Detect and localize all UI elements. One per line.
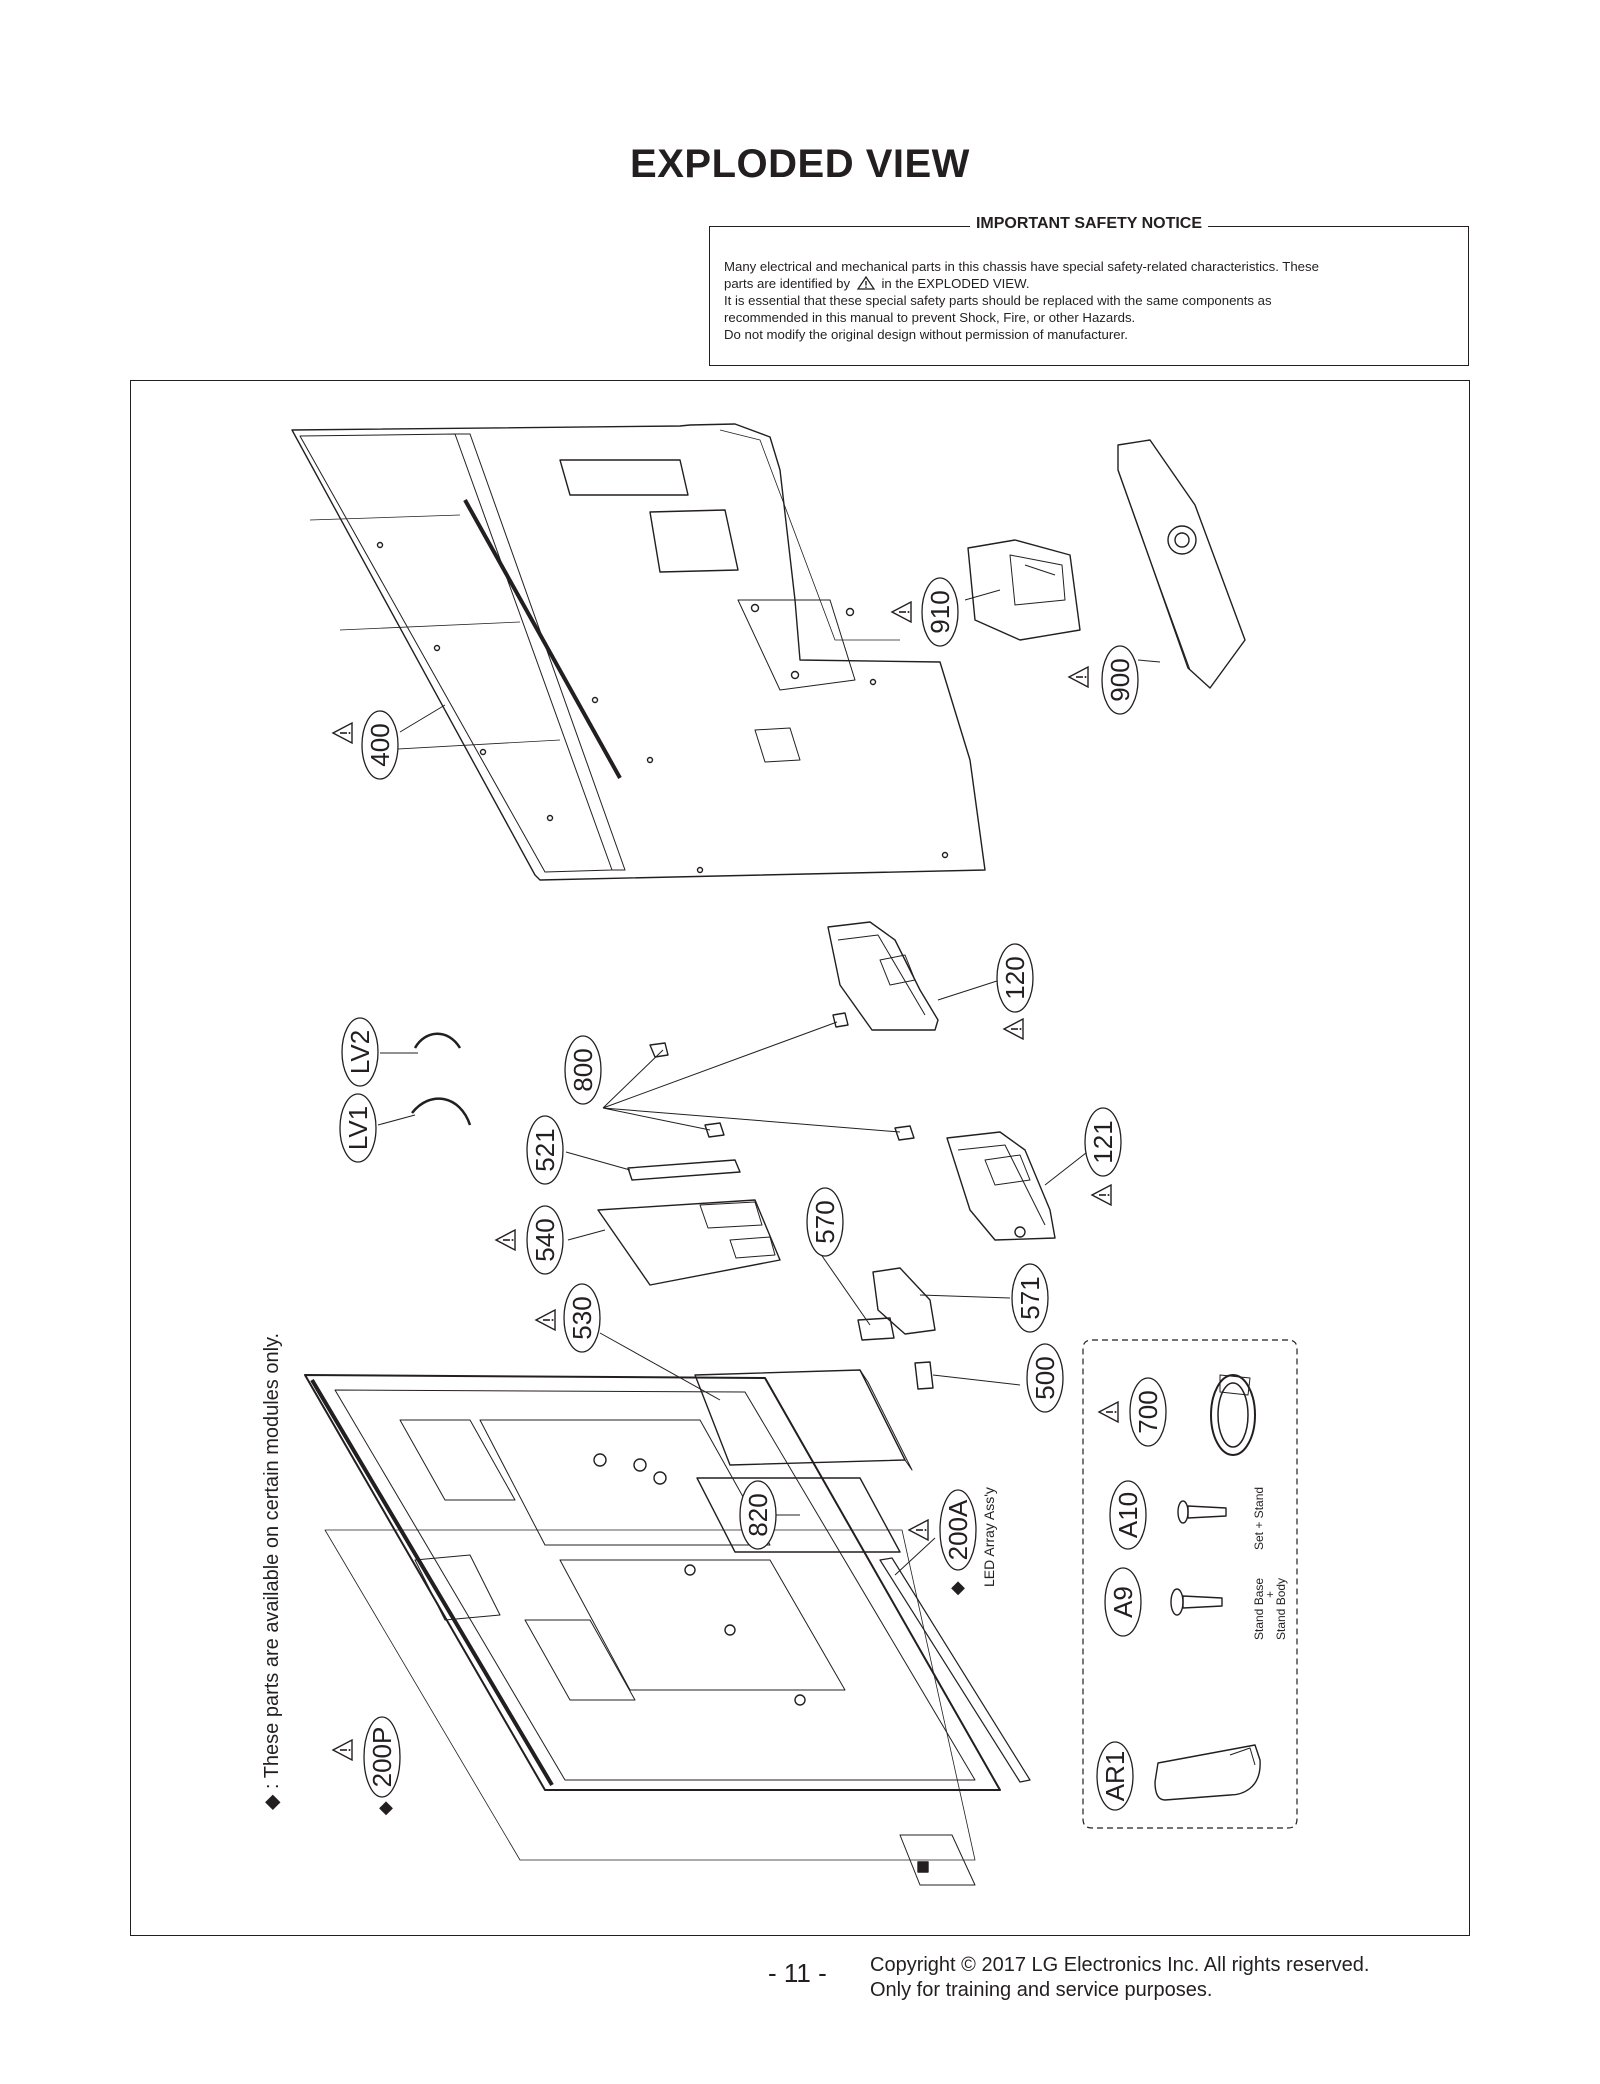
stand-base-900	[1117, 439, 1246, 689]
label-570: 570	[806, 1187, 844, 1257]
power-board-530	[694, 1369, 913, 1471]
stand-body-910	[967, 539, 1081, 641]
set-stand-note: Set + Stand	[1252, 1487, 1266, 1550]
diagram-notes: ◆ : These parts are available on certain…	[261, 1333, 1288, 1810]
label-A9: A9	[1104, 1567, 1142, 1637]
accessory-box	[1082, 1339, 1298, 1829]
svg-text:500: 500	[1030, 1356, 1060, 1399]
part-drawings	[291, 423, 1298, 1886]
safety-notice-box: IMPORTANT SAFETY NOTICE Many electrical …	[709, 215, 1469, 366]
svg-text:820: 820	[743, 1493, 773, 1536]
label-A10: A10	[1109, 1480, 1147, 1550]
svg-text:◆: ◆	[379, 1797, 393, 1818]
panel-200P	[304, 1374, 1001, 1886]
svg-text:400: 400	[365, 723, 395, 766]
label-500: 500	[1026, 1343, 1064, 1413]
label-530: 530	[563, 1283, 601, 1353]
main-board-540	[597, 1199, 781, 1286]
label-200P: 200P	[363, 1716, 401, 1798]
stand-body-note: Stand Body	[1274, 1578, 1288, 1640]
label-LV2: LV2	[341, 1017, 379, 1087]
label-900: 900	[1101, 645, 1139, 715]
svg-text:AR1: AR1	[1100, 1751, 1130, 1802]
part-labels: 400 910 900 120 121 800 LV2 LV1 521 540 …	[339, 577, 1167, 1811]
clips-800	[602, 1012, 915, 1141]
screw-A9	[1170, 1588, 1223, 1616]
page-title: EXPLODED VIEW	[630, 142, 970, 186]
safety-notice-text: Many electrical and mechanical parts in …	[724, 258, 1454, 343]
svg-text:521: 521	[530, 1128, 560, 1171]
exploded-view-frame	[130, 380, 1470, 1936]
part-570	[857, 1317, 895, 1341]
label-120: 120	[996, 943, 1034, 1013]
sheet-820	[696, 1477, 901, 1553]
svg-text:571: 571	[1015, 1276, 1045, 1319]
plus-note: +	[1263, 1591, 1277, 1598]
svg-text:200P: 200P	[367, 1727, 397, 1788]
label-121: 121	[1084, 1107, 1122, 1177]
speaker-121	[946, 1131, 1056, 1241]
label-AR1: AR1	[1096, 1741, 1134, 1811]
label-400: 400	[361, 710, 399, 780]
label-LV1: LV1	[339, 1093, 377, 1163]
notice-line: parts are identified by in the EXPLODED …	[724, 275, 1454, 292]
warning-triangle-icon	[856, 275, 875, 290]
notice-line: recommended in this manual to prevent Sh…	[724, 310, 1136, 325]
notice-line: Do not modify the original design withou…	[724, 327, 1128, 342]
svg-text:900: 900	[1105, 658, 1135, 701]
label-540: 540	[526, 1205, 564, 1275]
notice-line-part: parts are identified by	[724, 276, 851, 291]
led-array-200A	[879, 1557, 1031, 1783]
label-200A: 200A	[939, 1489, 977, 1571]
notice-line-part: in the EXPLODED VIEW.	[881, 276, 1030, 291]
copyright: Copyright © 2017 LG Electronics Inc. All…	[870, 1953, 1369, 2003]
cables-lv	[411, 1032, 472, 1126]
speaker-120	[827, 921, 939, 1031]
label-800: 800	[564, 1035, 602, 1105]
cable-700	[1210, 1374, 1256, 1456]
svg-text:700: 700	[1133, 1390, 1163, 1433]
svg-text:200A: 200A	[943, 1499, 973, 1560]
bracket-521	[627, 1159, 741, 1181]
svg-text:121: 121	[1088, 1120, 1118, 1163]
label-571: 571	[1011, 1263, 1049, 1333]
label-820: 820	[739, 1480, 777, 1550]
safety-notice-heading: IMPORTANT SAFETY NOTICE	[969, 215, 1209, 232]
svg-text:◆: ◆	[951, 1577, 965, 1598]
svg-text:570: 570	[810, 1200, 840, 1243]
label-700: 700	[1129, 1377, 1167, 1447]
copyright-line: Copyright © 2017 LG Electronics Inc. All…	[870, 1954, 1370, 1976]
back-cover-400	[291, 423, 986, 881]
copyright-line: Only for training and service purposes.	[870, 1979, 1213, 2001]
stand-base-note: Stand Base	[1252, 1578, 1266, 1640]
svg-text:120: 120	[1000, 956, 1030, 999]
svg-text:LV2: LV2	[345, 1030, 375, 1074]
module-note: ◆ : These parts are available on certain…	[261, 1333, 283, 1810]
part-571	[872, 1267, 936, 1335]
svg-text:LV1: LV1	[343, 1106, 373, 1150]
label-910: 910	[921, 577, 959, 647]
diamond-icon: ◆ ◆	[379, 1577, 965, 1818]
label-521: 521	[526, 1115, 564, 1185]
page-number: - 11 -	[768, 1958, 827, 1988]
svg-text:540: 540	[530, 1218, 560, 1261]
svg-text:A9: A9	[1108, 1586, 1138, 1618]
led-array-note: LED Array Ass'y	[981, 1487, 997, 1587]
leader-lines	[377, 589, 1161, 1576]
svg-text:530: 530	[567, 1296, 597, 1339]
notice-line: It is essential that these special safet…	[724, 293, 1272, 308]
part-500	[914, 1361, 934, 1390]
remote-AR1	[1154, 1744, 1261, 1801]
svg-text:A10: A10	[1113, 1492, 1143, 1538]
screw-A10	[1177, 1500, 1227, 1524]
notice-line: Many electrical and mechanical parts in …	[724, 259, 1319, 274]
svg-text:800: 800	[568, 1048, 598, 1091]
svg-text:910: 910	[925, 590, 955, 633]
